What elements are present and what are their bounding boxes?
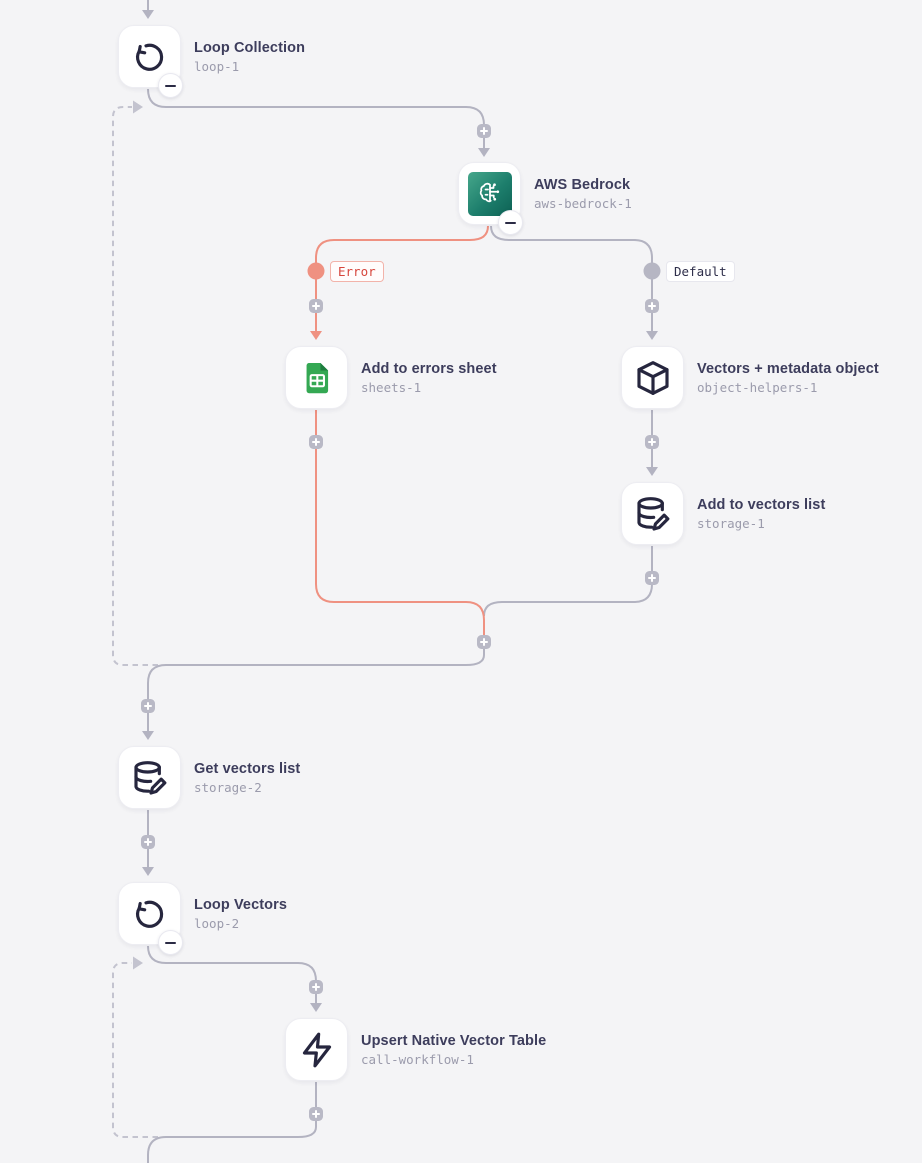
default-branch-dot bbox=[643, 262, 661, 280]
error-branch-label: Error bbox=[330, 261, 384, 282]
node-get-vectors-list[interactable]: Get vectors list storage-2 bbox=[118, 746, 300, 809]
node-title: Add to errors sheet bbox=[361, 360, 497, 377]
node-id: call-workflow-1 bbox=[361, 1051, 474, 1067]
wire-sheets-to-merge bbox=[315, 410, 485, 642]
node-storage2-card[interactable] bbox=[118, 746, 181, 809]
wire-merge-to-storage2 bbox=[147, 640, 485, 731]
error-branch-dot bbox=[307, 262, 325, 280]
node-loop-vectors[interactable]: Loop Vectors loop-2 bbox=[118, 882, 288, 955]
database-edit-icon bbox=[636, 496, 669, 531]
add-step-button[interactable] bbox=[645, 435, 659, 449]
add-step-button[interactable] bbox=[309, 980, 323, 994]
google-sheets-icon bbox=[306, 362, 328, 393]
wire-storage1-to-merge bbox=[483, 546, 653, 617]
add-step-button[interactable] bbox=[309, 299, 323, 313]
node-title: AWS Bedrock bbox=[534, 176, 631, 193]
node-title: Get vectors list bbox=[194, 760, 301, 777]
node-title: Vectors + metadata object bbox=[697, 360, 879, 377]
node-id: storage-2 bbox=[194, 779, 262, 795]
collapse-node-button[interactable] bbox=[158, 73, 183, 98]
add-step-button[interactable] bbox=[645, 299, 659, 313]
add-step-button[interactable] bbox=[309, 1107, 323, 1121]
node-loop-collection[interactable]: Loop Collection loop-1 bbox=[118, 25, 306, 98]
collapse-node-button[interactable] bbox=[158, 930, 183, 955]
loop1-return-path bbox=[112, 106, 158, 666]
node-title: Upsert Native Vector Table bbox=[361, 1032, 547, 1049]
node-id: storage-1 bbox=[697, 515, 765, 531]
wire-error-branch bbox=[315, 225, 489, 331]
loop2-return-arrow bbox=[133, 956, 143, 970]
node-id: loop-1 bbox=[194, 58, 240, 74]
database-edit-icon bbox=[133, 760, 166, 795]
default-branch-label: Default bbox=[666, 261, 735, 282]
node-title: Loop Vectors bbox=[194, 896, 288, 913]
add-step-button[interactable] bbox=[477, 124, 491, 138]
loop2-return-path bbox=[112, 962, 158, 1138]
node-sheets-card[interactable] bbox=[285, 346, 348, 409]
add-step-button[interactable] bbox=[477, 635, 491, 649]
add-step-button[interactable] bbox=[309, 435, 323, 449]
collapse-node-button[interactable] bbox=[498, 210, 523, 235]
cube-icon bbox=[636, 360, 669, 395]
wire-loop2-to-callworkflow bbox=[147, 945, 317, 1003]
node-title: Loop Collection bbox=[194, 39, 306, 56]
add-step-button[interactable] bbox=[645, 571, 659, 585]
node-id: loop-2 bbox=[194, 915, 240, 931]
node-add-to-errors-sheet[interactable]: Add to errors sheet sheets-1 bbox=[285, 346, 497, 409]
node-loop-collection-card[interactable] bbox=[118, 25, 183, 98]
add-step-button[interactable] bbox=[141, 835, 155, 849]
aws-bedrock-icon bbox=[467, 171, 512, 216]
wire-default-branch bbox=[490, 225, 653, 331]
node-aws-bedrock-card[interactable] bbox=[458, 162, 523, 235]
node-id: aws-bedrock-1 bbox=[534, 195, 632, 211]
node-object-helpers-card[interactable] bbox=[621, 346, 684, 409]
node-id: object-helpers-1 bbox=[697, 379, 818, 395]
loop-icon bbox=[135, 900, 163, 928]
loop1-return-arrow bbox=[133, 100, 143, 114]
node-upsert-native-vector-table[interactable]: Upsert Native Vector Table call-workflow… bbox=[285, 1018, 546, 1081]
loop-icon bbox=[135, 43, 163, 71]
node-title: Add to vectors list bbox=[697, 496, 826, 513]
node-storage1-card[interactable] bbox=[621, 482, 684, 545]
wire-callworkflow-exit bbox=[147, 1082, 317, 1163]
add-step-button[interactable] bbox=[141, 699, 155, 713]
node-loop-vectors-card[interactable] bbox=[118, 882, 183, 955]
node-aws-bedrock[interactable]: AWS Bedrock aws-bedrock-1 bbox=[458, 162, 632, 235]
wire-loop1-to-bedrock bbox=[147, 88, 485, 148]
node-id: sheets-1 bbox=[361, 379, 422, 395]
node-add-to-vectors-list[interactable]: Add to vectors list storage-1 bbox=[621, 482, 825, 545]
lightning-icon bbox=[302, 1032, 331, 1067]
node-vectors-metadata-object[interactable]: Vectors + metadata object object-helpers… bbox=[621, 346, 879, 409]
node-call-workflow-card[interactable] bbox=[285, 1018, 348, 1081]
